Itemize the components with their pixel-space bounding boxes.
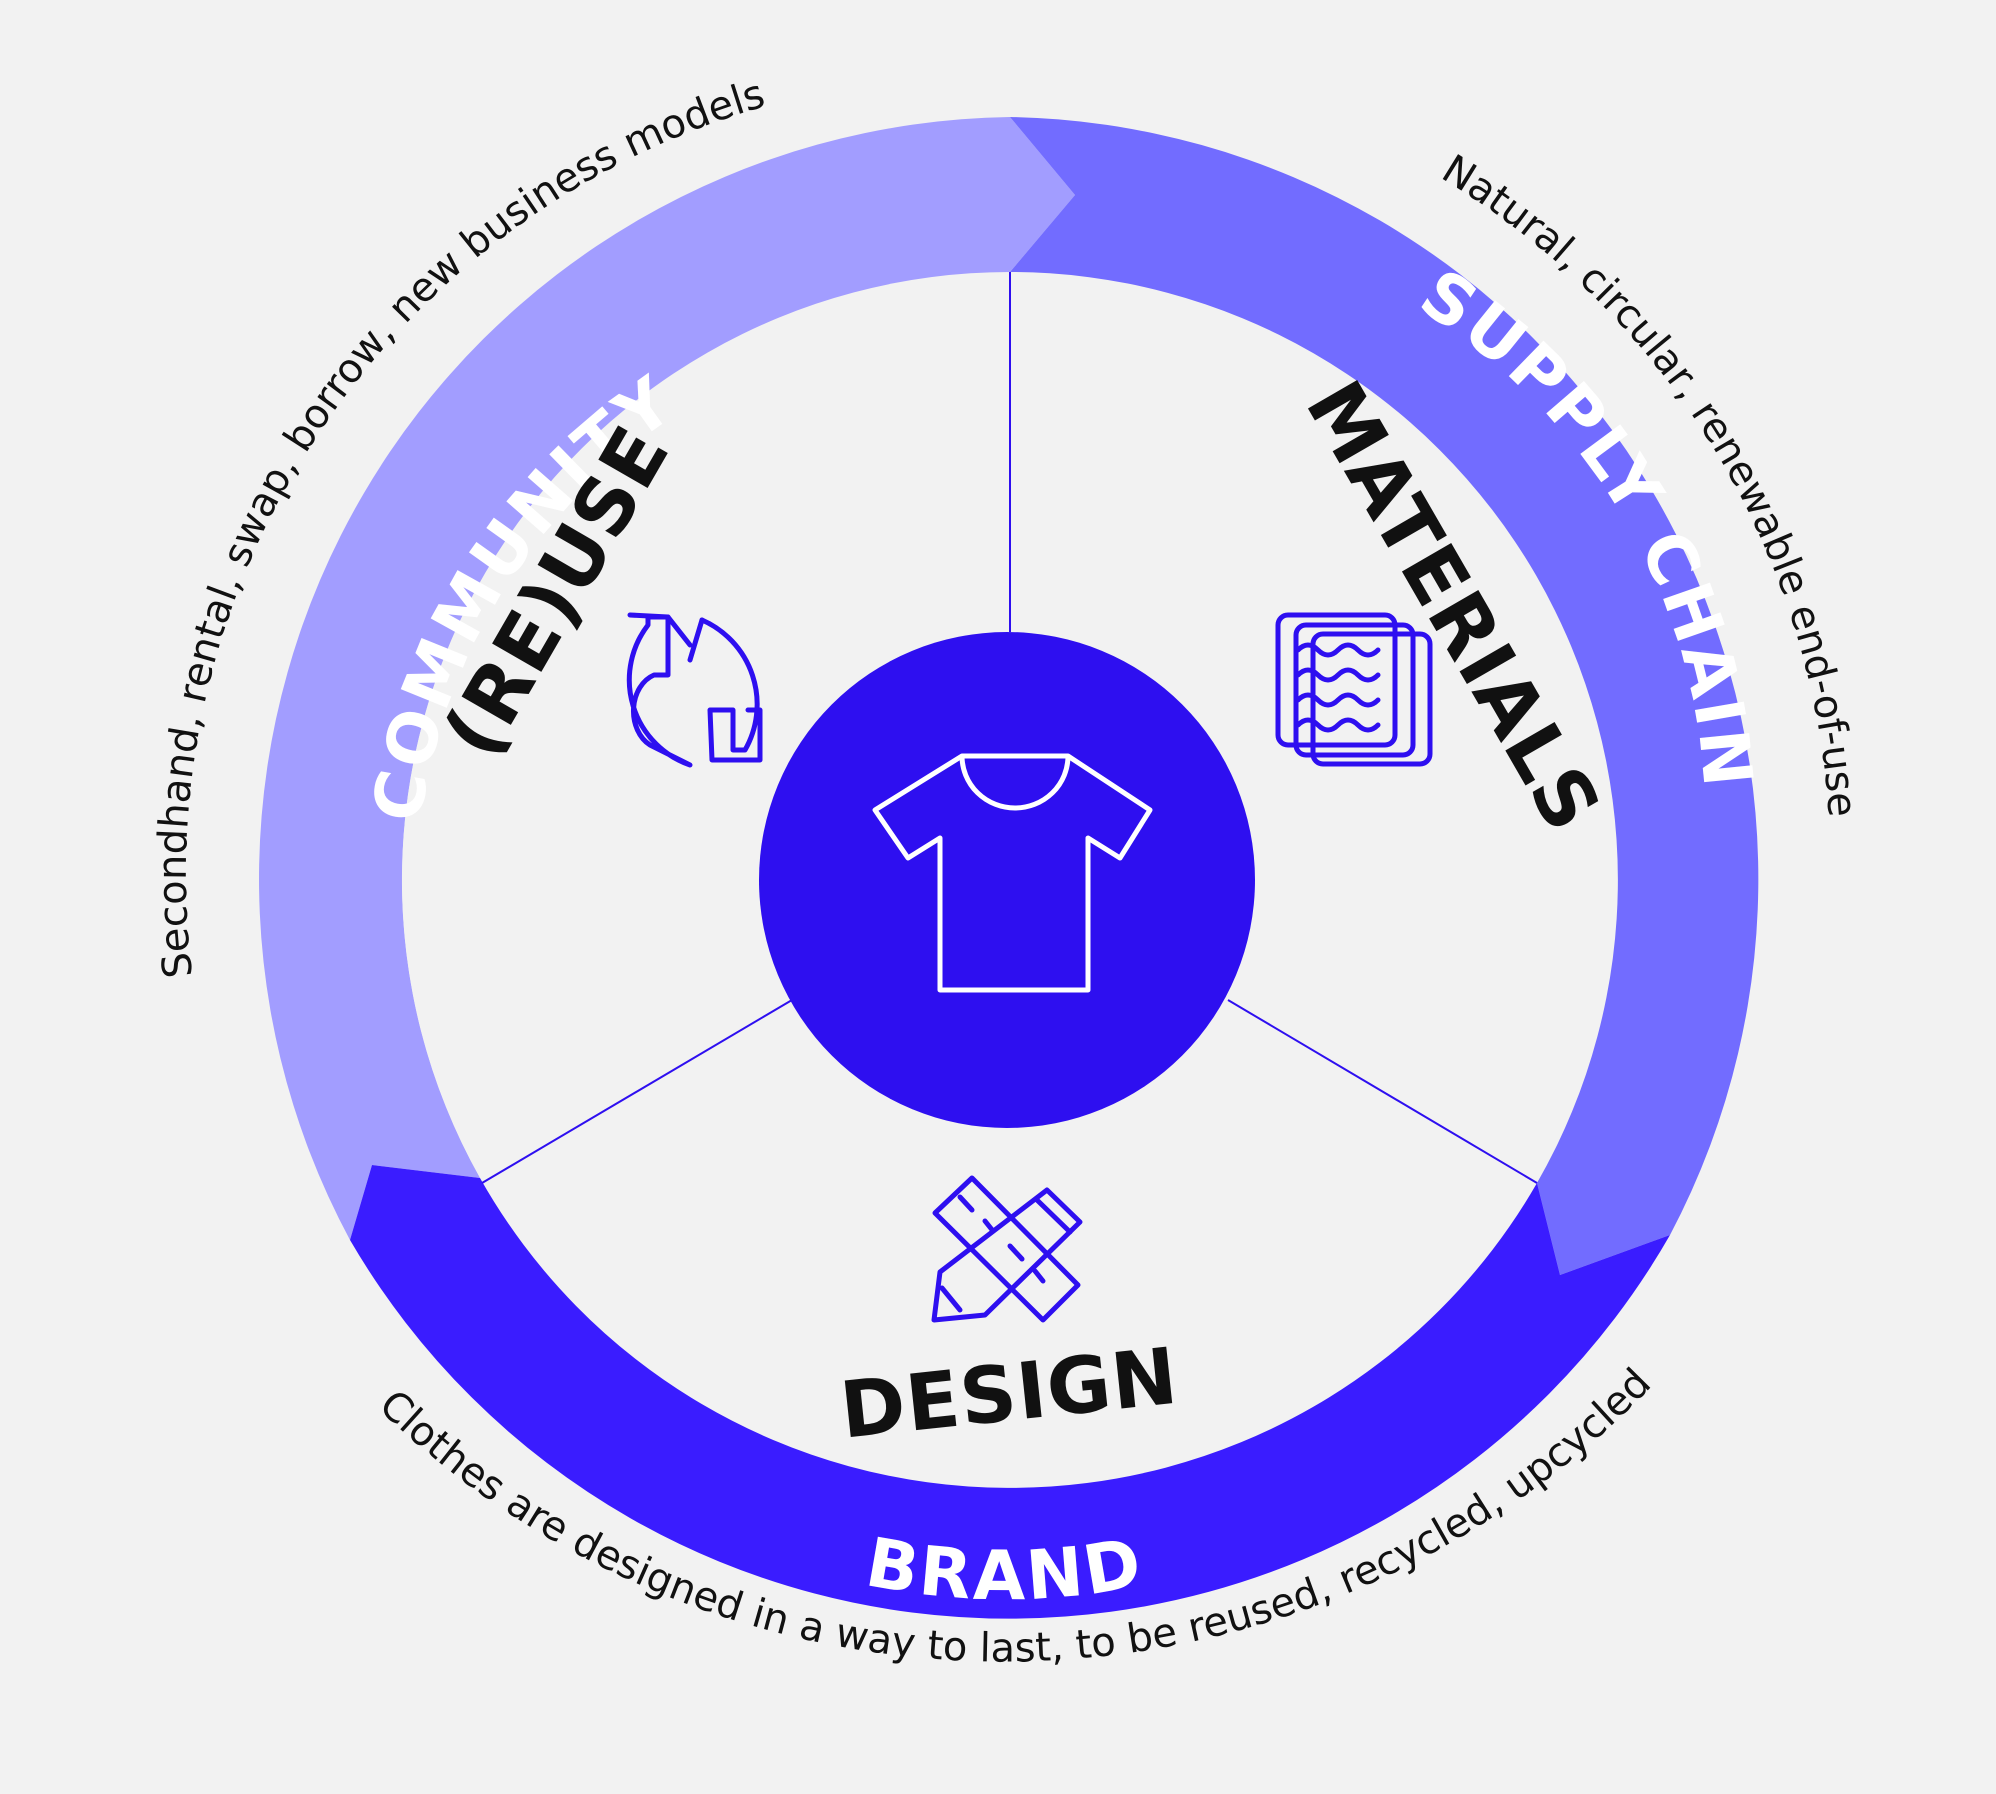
fabric-swatches-icon xyxy=(1275,612,1433,767)
tshirt-icon xyxy=(872,753,1153,993)
pencil-ruler-icon xyxy=(931,1175,1083,1323)
supply-chain-ring-segment xyxy=(1010,117,1759,1275)
brand-ring-label: BRAND xyxy=(860,1523,1149,1616)
community-ring-segment xyxy=(259,117,1075,1240)
divider-left xyxy=(481,999,793,1184)
brand-ring-segment xyxy=(350,1165,1670,1619)
center-circle xyxy=(759,632,1255,1128)
refresh-arrows-icon xyxy=(626,612,763,768)
divider-right xyxy=(1227,999,1538,1184)
